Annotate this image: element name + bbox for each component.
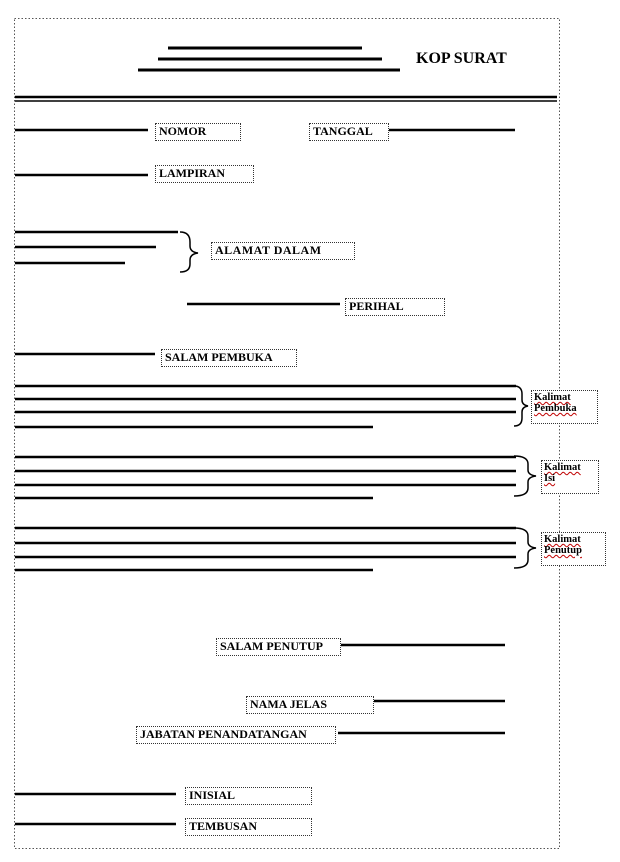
nama-jelas-label: NAMA JELAS: [246, 696, 374, 714]
alamat-dalam-label: ALAMAT DALAM: [211, 242, 355, 260]
salam-penutup-label: SALAM PENUTUP: [216, 638, 341, 656]
kalimat-pembuka-label-line-1: Kalimat: [534, 392, 571, 403]
kalimat-pembuka-label-line-2: Pembuka: [534, 403, 577, 415]
kalimat-penutup-label-line-1: Kalimat: [544, 534, 581, 545]
jabatan-penandatangan-label: JABATAN PENANDATANGAN: [136, 726, 336, 744]
alamat-brace: [179, 231, 199, 273]
nomor-label: NOMOR: [155, 123, 241, 141]
kop-surat-title: KOP SURAT: [416, 50, 507, 67]
tanggal-label: TANGGAL: [309, 123, 389, 141]
inisial-label: INISIAL: [185, 787, 312, 805]
lampiran-label: LAMPIRAN: [155, 165, 254, 183]
kalimat-pembuka-label: Kalimat Pembuka: [531, 390, 598, 424]
kalimat-penutup-label-line-2: Penutup: [544, 545, 582, 557]
kalimat-isi-brace: [513, 455, 537, 497]
tembusan-label: TEMBUSAN: [185, 818, 312, 836]
kalimat-penutup-label: Kalimat Penutup: [541, 532, 606, 566]
kalimat-isi-label: Kalimat Isi: [541, 460, 599, 494]
kalimat-isi-label-line-2: Isi: [544, 473, 556, 485]
perihal-label: PERIHAL: [345, 298, 445, 316]
kalimat-pembuka-brace: [513, 385, 529, 427]
page-border: [14, 18, 560, 849]
salam-pembuka-label: SALAM PEMBUKA: [161, 349, 297, 367]
kalimat-isi-label-line-1: Kalimat: [544, 462, 581, 473]
kalimat-penutup-brace: [513, 527, 537, 569]
